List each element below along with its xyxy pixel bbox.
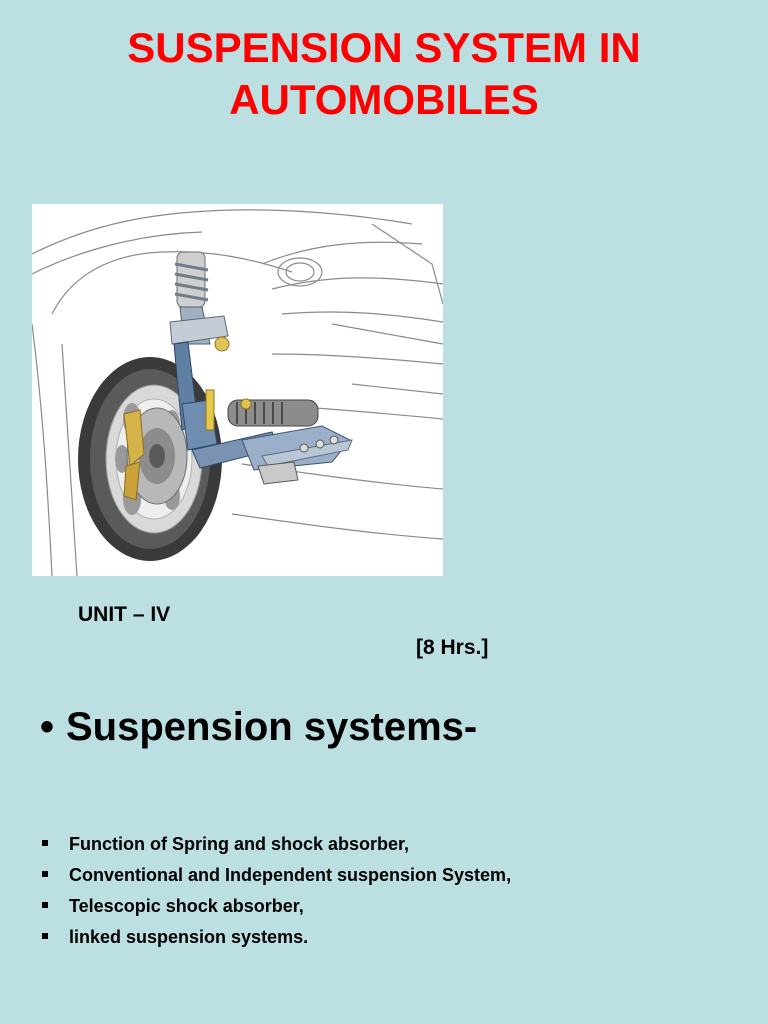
square-bullet-icon bbox=[42, 933, 48, 940]
square-bullet-icon bbox=[42, 871, 48, 878]
list-item: Telescopic shock absorber, bbox=[40, 891, 511, 922]
unit-label: UNIT – IV bbox=[78, 603, 171, 626]
suspension-illustration bbox=[32, 204, 443, 576]
topic-text: linked suspension systems. bbox=[69, 927, 309, 947]
hours-label: [8 Hrs.] bbox=[416, 636, 489, 659]
square-bullet-icon bbox=[42, 902, 48, 909]
suspension-drawing bbox=[32, 209, 443, 576]
slide-title: SUSPENSION SYSTEM IN AUTOMOBILES bbox=[0, 22, 768, 126]
topic-text: Conventional and Independent suspension … bbox=[69, 865, 512, 885]
list-item: Conventional and Independent suspension … bbox=[40, 860, 511, 891]
main-bullet: •Suspension systems- bbox=[40, 705, 477, 750]
square-bullet-icon bbox=[42, 840, 48, 847]
list-item: linked suspension systems. bbox=[40, 922, 511, 953]
slide-title-line-2: AUTOMOBILES bbox=[229, 76, 539, 123]
slide-title-line-1: SUSPENSION SYSTEM IN bbox=[127, 24, 641, 71]
topic-text: Function of Spring and shock absorber, bbox=[69, 834, 410, 854]
list-item: Function of Spring and shock absorber, bbox=[40, 829, 511, 860]
main-bullet-marker: • bbox=[40, 705, 55, 749]
topic-text: Telescopic shock absorber, bbox=[69, 896, 304, 916]
topic-list: Function of Spring and shock absorber, C… bbox=[40, 829, 511, 953]
main-bullet-text: Suspension systems- bbox=[66, 705, 478, 749]
